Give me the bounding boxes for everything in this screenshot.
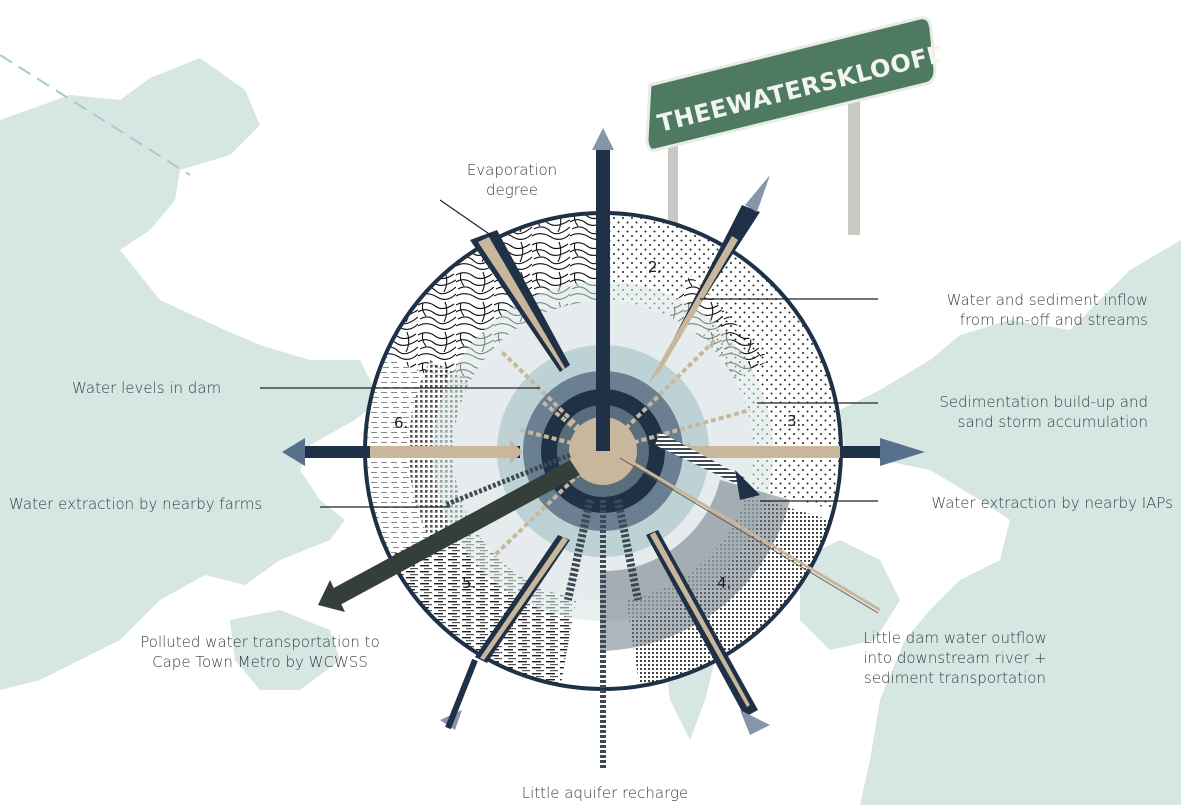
label-inflow-line1: Water and sediment inflow [860, 290, 1148, 310]
segment-number-5: 5. [462, 574, 476, 592]
label-polluted: Polluted water transportation to Cape To… [100, 632, 420, 672]
dam-sign-text: THEEWATERSKLOOFDAM [650, 6, 940, 246]
segment-number-3: 3. [787, 412, 801, 430]
label-outflow: Little dam water outflow into downstream… [840, 628, 1070, 688]
label-polluted-line1: Polluted water transportation to [100, 632, 420, 652]
dam-sign-label: THEEWATERSKLOOFDAM [655, 28, 940, 138]
segment-number-6: 6. [394, 414, 408, 432]
label-aquifer: Little aquifer recharge [495, 783, 715, 803]
label-sedimentation: Sedimentation build-up and sand storm ac… [860, 392, 1148, 432]
label-outflow-line1: Little dam water outflow [840, 628, 1070, 648]
label-inflow: Water and sediment inflow from run-off a… [860, 290, 1148, 330]
label-sedimentation-line1: Sedimentation build-up and [860, 392, 1148, 412]
label-iaps: Water extraction by nearby IAPs [860, 493, 1173, 513]
label-polluted-line2: Cape Town Metro by WCWSS [100, 652, 420, 672]
label-sedimentation-line2: sand storm accumulation [860, 412, 1148, 432]
label-inflow-line2: from run-off and streams [860, 310, 1148, 330]
label-outflow-line3: sediment transportation [840, 668, 1070, 688]
segment-number-4: 4. [717, 574, 731, 592]
label-water-levels: Water levels in dam [72, 378, 221, 398]
label-evaporation-line2: degree [462, 180, 562, 200]
label-farms: Water extraction by nearby farms [9, 494, 262, 514]
segment-number-2: 2. [648, 258, 662, 276]
label-evaporation: Evaporation degree [462, 160, 562, 200]
label-outflow-line2: into downstream river + [840, 648, 1070, 668]
label-evaporation-line1: Evaporation [462, 160, 562, 180]
